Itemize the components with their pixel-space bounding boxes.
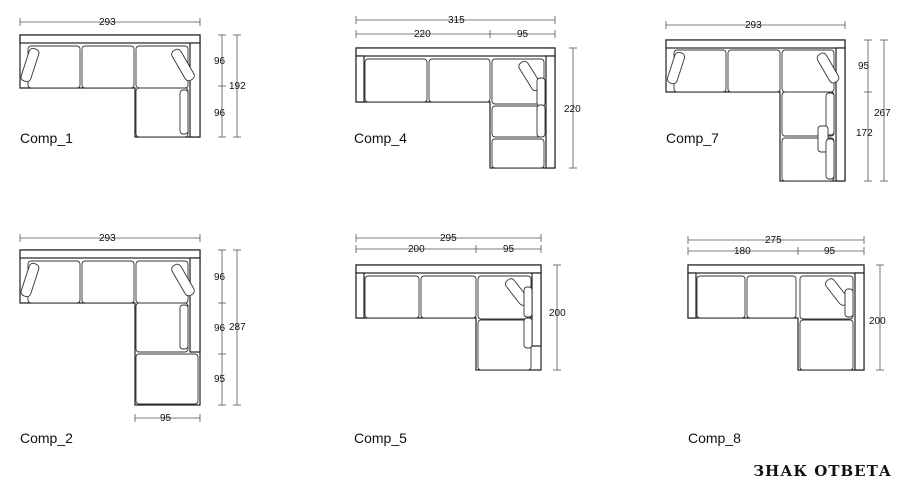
comp2-dim-seat3: 95 — [214, 374, 226, 385]
comp1-dim-seat2: 96 — [214, 108, 226, 119]
comp2-dimensions: 293 96 96 95 287 95 — [19, 233, 246, 424]
comp4-sofa — [355, 47, 556, 169]
comp7-dimensions: 293 95 172 267 — [665, 20, 891, 182]
comp1-dim-seat1: 96 — [214, 56, 226, 67]
comp7-dim-width: 293 — [745, 20, 762, 31]
comp5-dim-corner: 95 — [503, 244, 515, 255]
comp2-sofa — [19, 249, 201, 406]
comp4-dim-left: 220 — [414, 29, 431, 40]
comp4-dim-total: 315 — [448, 15, 465, 26]
comp5-dim-left: 200 — [408, 244, 425, 255]
comp1-dim-depth: 192 — [229, 81, 246, 92]
comp2-label: Comp_2 — [20, 430, 73, 446]
comp7-dim-top: 95 — [858, 61, 870, 72]
comp1-dimensions: 293 96 96 192 — [19, 17, 246, 138]
comp8-dim-depth: 200 — [869, 316, 886, 327]
comp8-sofa — [687, 264, 865, 371]
comp8-dimensions: 275 180 95 200 — [687, 235, 886, 371]
comp5-sofa — [355, 264, 542, 371]
comp8-dim-left: 180 — [734, 246, 751, 257]
comp4-label: Comp_4 — [354, 130, 407, 146]
comp7-sofa — [665, 39, 846, 182]
comp8-dim-total: 275 — [765, 235, 782, 246]
comp8-label: Comp_8 — [688, 430, 741, 446]
comp5-dim-total: 295 — [440, 233, 457, 244]
comp1-label: Comp_1 — [20, 130, 73, 146]
comp2-dim-width: 293 — [99, 233, 116, 244]
comp1-dim-width: 293 — [99, 17, 116, 28]
comp8-dim-corner: 95 — [824, 246, 836, 257]
comp2-dim-seat2: 96 — [214, 323, 226, 334]
comp2-dim-depth: 287 — [229, 322, 246, 333]
comp4-dimensions: 315 220 95 220 — [355, 15, 581, 169]
comp4-dim-depth: 220 — [564, 104, 581, 115]
comp7-label: Comp_7 — [666, 130, 719, 146]
comp2-dim-bottom: 95 — [160, 413, 172, 424]
watermark-text: ЗНАК ОТВЕТА — [753, 462, 892, 480]
comp5-dimensions: 295 200 95 200 — [355, 233, 566, 371]
comp1-sofa — [19, 34, 201, 138]
comp7-dim-depth: 267 — [874, 108, 891, 119]
comp5-dim-depth: 200 — [549, 308, 566, 319]
comp5-label: Comp_5 — [354, 430, 407, 446]
comp2-dim-seat1: 96 — [214, 272, 226, 283]
comp7-dim-lower: 172 — [856, 128, 873, 139]
comp4-dim-corner: 95 — [517, 29, 529, 40]
